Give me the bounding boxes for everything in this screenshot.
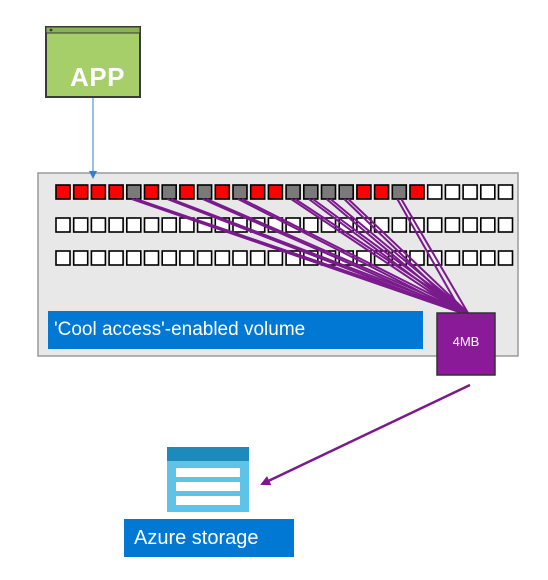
tiering-line — [166, 198, 463, 314]
tiering-line — [325, 198, 463, 314]
app-label: APP — [70, 62, 125, 92]
data-block — [126, 217, 142, 233]
data-block — [479, 217, 496, 233]
data-block — [444, 217, 461, 233]
data-block — [302, 217, 319, 233]
data-block — [161, 250, 177, 266]
data-block — [479, 250, 496, 266]
volume-label: 'Cool access'-enabled volume — [48, 311, 423, 349]
data-block — [356, 184, 372, 200]
volume-label-text: 'Cool access'-enabled volume — [54, 319, 306, 340]
data-block — [302, 184, 319, 200]
data-block — [497, 217, 514, 233]
data-block — [90, 184, 107, 200]
data-block — [214, 184, 231, 200]
data-block — [409, 184, 425, 200]
data-block — [196, 250, 213, 266]
tiering-line — [400, 198, 469, 314]
data-block — [126, 250, 142, 266]
data-block — [72, 217, 89, 233]
tiering-line — [308, 198, 463, 314]
azure-storage-label-text: Azure storage — [134, 526, 259, 549]
data-block — [232, 250, 248, 266]
data-block — [479, 184, 496, 200]
data-block — [126, 184, 142, 200]
tier-to-storage-arrow — [260, 383, 471, 486]
azure-storage-icon — [167, 447, 249, 512]
data-block — [55, 184, 71, 200]
data-block — [108, 184, 124, 200]
data-block — [143, 217, 160, 233]
data-block — [90, 250, 107, 266]
data-block — [72, 184, 89, 200]
data-block — [214, 250, 231, 266]
data-block — [497, 184, 514, 200]
data-block — [409, 250, 425, 266]
tiering-line — [329, 198, 469, 314]
data-block — [55, 217, 71, 233]
data-block — [90, 217, 107, 233]
data-block — [72, 250, 89, 266]
data-block — [143, 250, 160, 266]
tiering-line — [237, 198, 463, 314]
tiering-line — [290, 198, 463, 314]
data-block — [444, 184, 461, 200]
data-block — [462, 184, 478, 200]
data-block — [161, 184, 177, 200]
four-mb-block — [436, 312, 496, 376]
data-block — [249, 250, 266, 266]
data-block — [462, 250, 478, 266]
data-block — [462, 217, 478, 233]
data-block — [267, 250, 284, 266]
data-block — [249, 184, 266, 200]
data-block — [391, 217, 408, 233]
tiering-line — [343, 198, 463, 314]
tiering-line — [241, 198, 469, 314]
data-block — [161, 217, 177, 233]
four-mb-label: 4MB — [452, 334, 480, 349]
app-window-icon — [45, 26, 141, 98]
data-block — [285, 184, 301, 200]
tiering-line — [396, 198, 463, 314]
data-block — [444, 250, 461, 266]
data-block — [373, 184, 390, 200]
tiering-line — [347, 198, 469, 314]
data-block — [108, 217, 124, 233]
data-block — [338, 184, 355, 200]
tiering-arrows — [131, 198, 469, 314]
data-block — [426, 184, 443, 200]
data-block — [232, 184, 248, 200]
tiering-line — [131, 198, 463, 314]
data-block — [320, 184, 337, 200]
data-block — [267, 184, 284, 200]
data-block — [179, 184, 195, 200]
data-block — [55, 250, 71, 266]
azure-storage-label: Azure storage — [124, 519, 294, 557]
data-block — [108, 250, 124, 266]
data-block — [196, 184, 213, 200]
data-block — [143, 184, 160, 200]
data-block — [391, 184, 408, 200]
data-block — [179, 250, 195, 266]
data-block — [497, 250, 514, 266]
data-block — [426, 217, 443, 233]
tiering-line — [202, 198, 463, 314]
